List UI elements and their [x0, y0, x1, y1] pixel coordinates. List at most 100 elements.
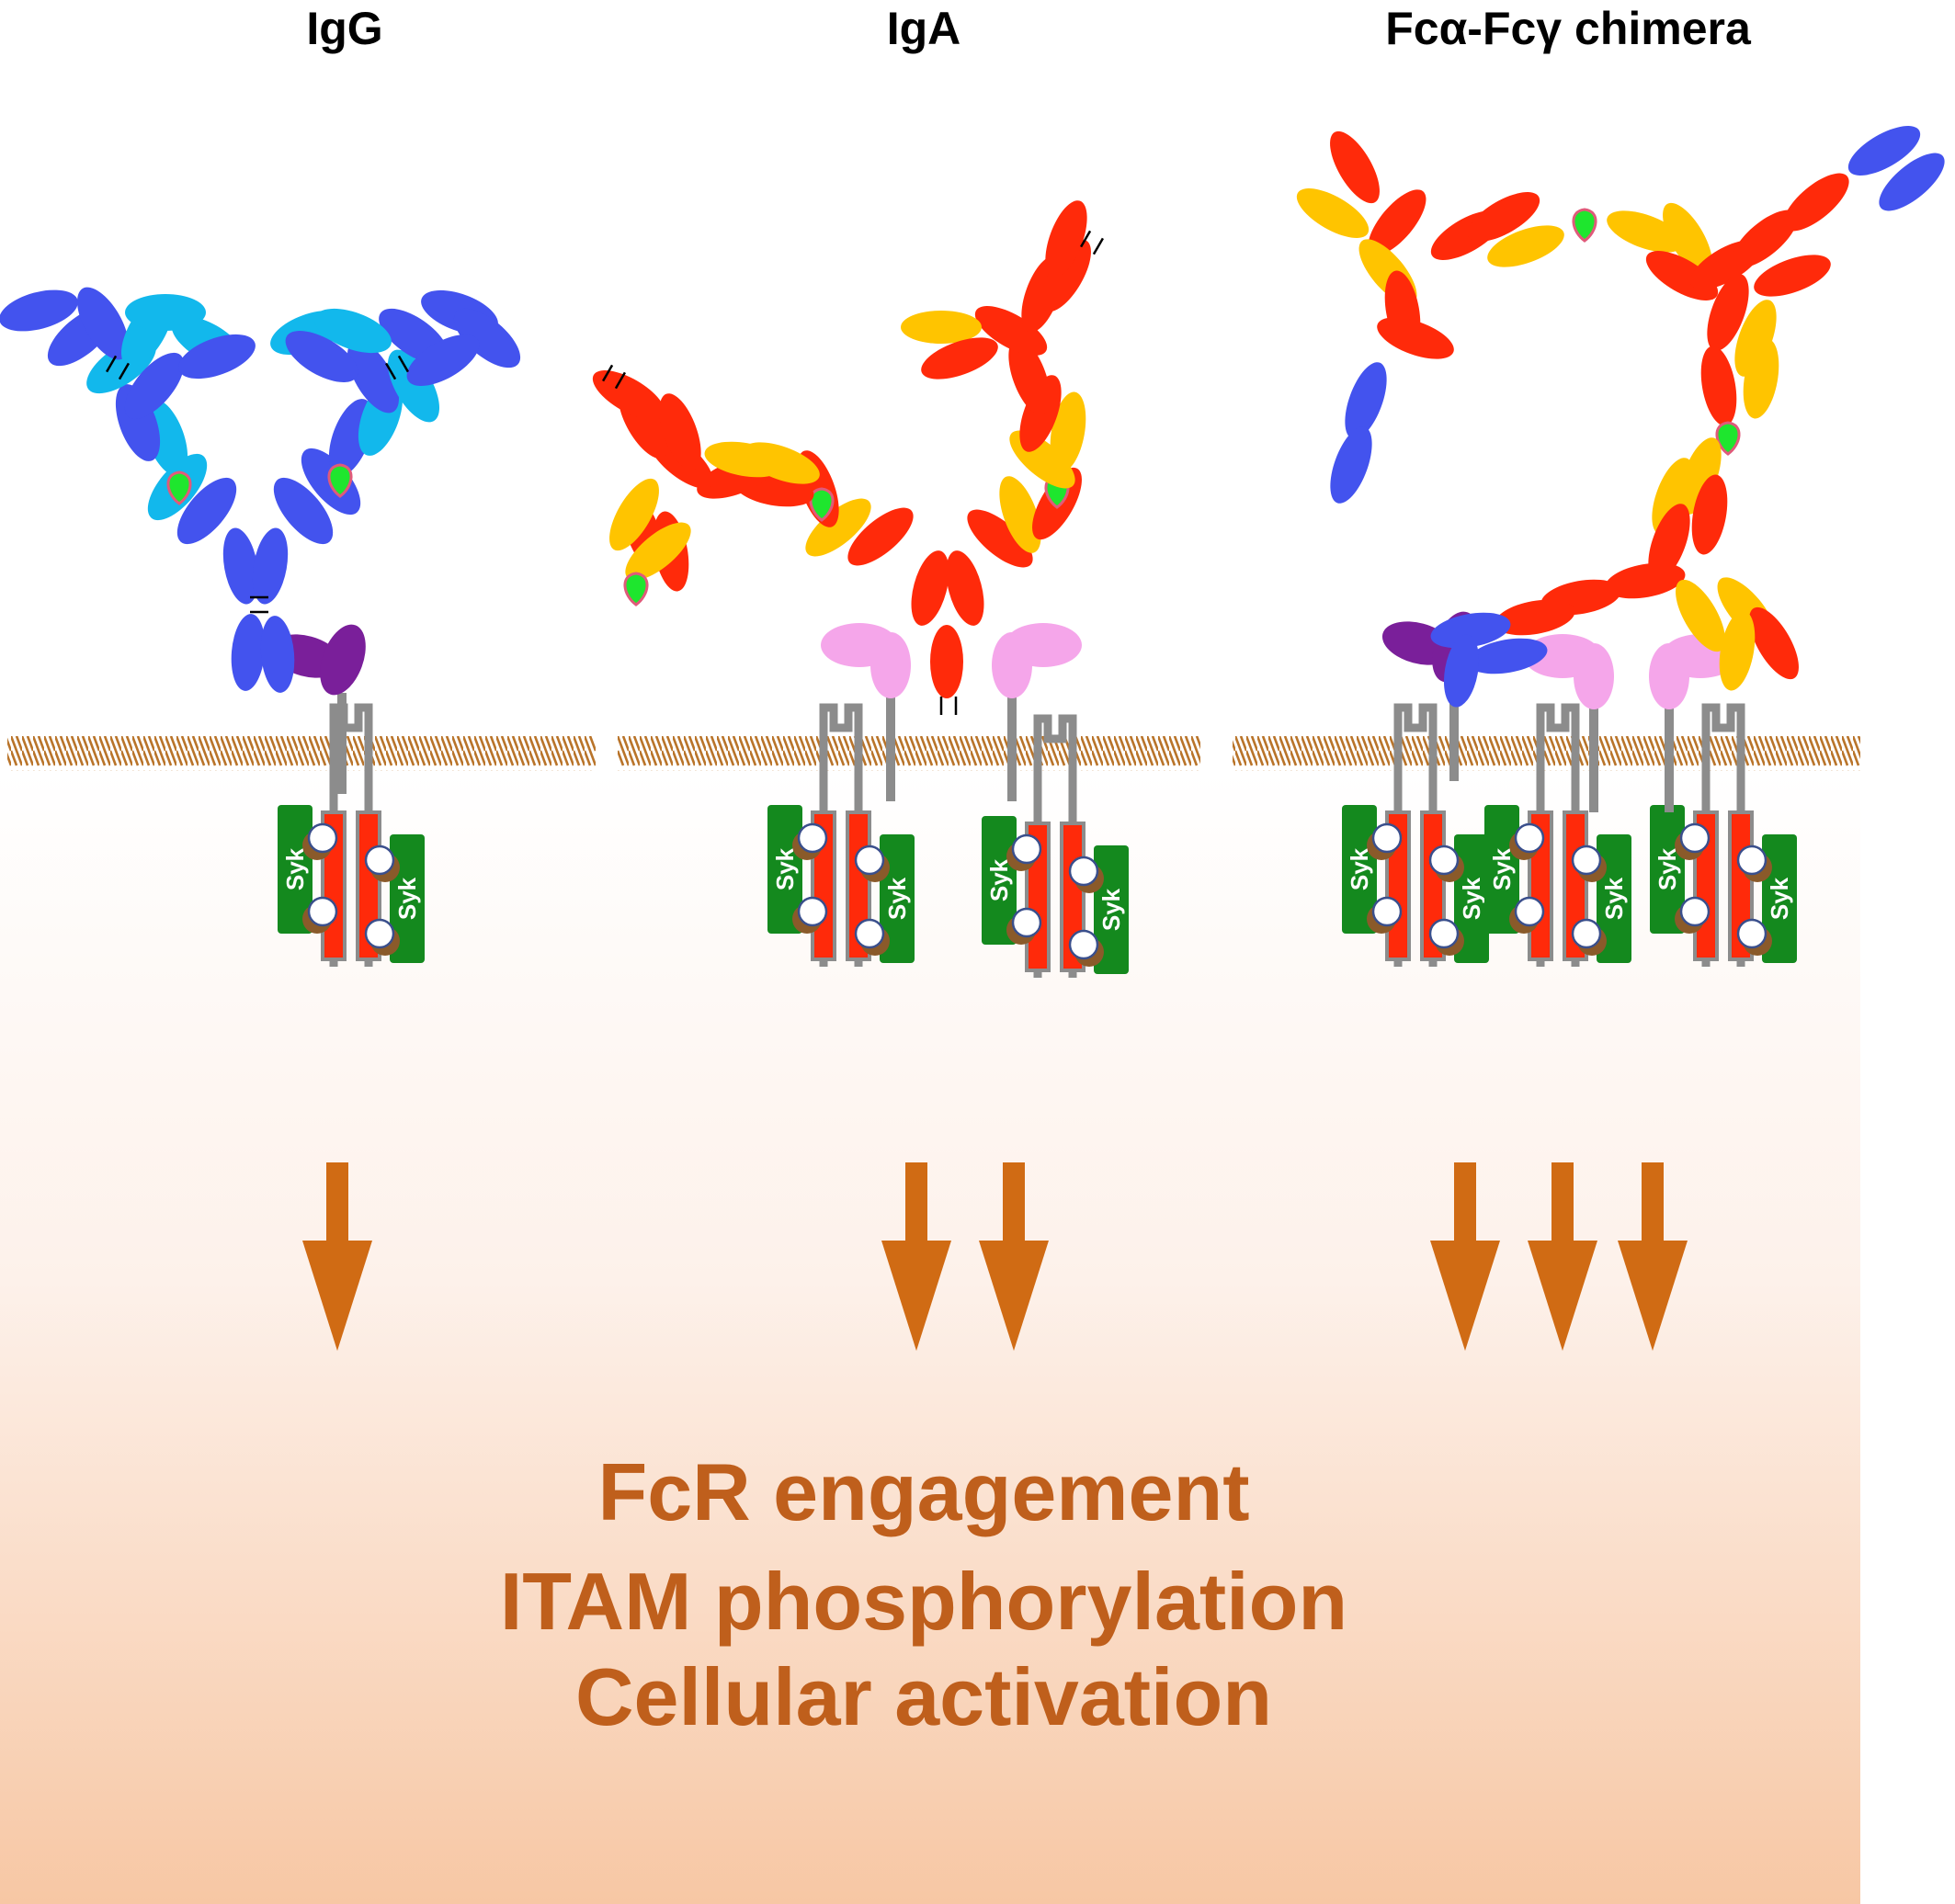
- fcgr-domain: [320, 624, 366, 696]
- phosphotyrosine-icon: [1011, 907, 1042, 938]
- heavy-chain-domain: [222, 527, 259, 605]
- phosphotyrosine-icon: [1736, 918, 1767, 949]
- fcar-receptor-iga-right: [992, 623, 1082, 801]
- light-chain-domain: [1719, 610, 1756, 691]
- heavy-chain-domain: [1008, 338, 1051, 415]
- light-chain-domain: [1676, 579, 1725, 652]
- phosphotyrosine-icon: [1371, 896, 1403, 927]
- glycan-icon: [327, 463, 353, 498]
- heavy-chain-domain: [178, 334, 256, 380]
- outcome-line-itam-phosphorylation: ITAM phosphorylation: [500, 1556, 1347, 1647]
- heavy-chain-domain: [847, 507, 914, 566]
- phosphotyrosine-icon: [364, 844, 395, 876]
- glycan-icon: [623, 572, 649, 606]
- gamma-chain-dimer: [819, 703, 863, 967]
- gamma-chain-dimer: [329, 703, 373, 967]
- igg-heavy-chain-domain: [1430, 612, 1511, 649]
- phosphotyrosine-icon: [1679, 896, 1711, 927]
- phosphotyrosine-icon: [1011, 833, 1042, 865]
- heavy-chain-domain: [592, 370, 665, 420]
- gamma-chain-dimer: [1033, 714, 1077, 978]
- heavy-chain-domain: [453, 308, 521, 368]
- phosphotyrosine-icon: [797, 896, 828, 927]
- heavy-chain-domain: [1691, 474, 1728, 555]
- phosphotyrosine-icon: [307, 896, 338, 927]
- light-chain-domain: [1743, 338, 1779, 419]
- syk-label: Syk: [1766, 877, 1793, 920]
- phosphotyrosine-icon: [854, 844, 885, 876]
- phosphotyrosine-icon: [1679, 822, 1711, 854]
- fcar-receptor-iga-left: [821, 623, 911, 801]
- heavy-chain-domain: [1368, 189, 1426, 255]
- heavy-chain-domain: [659, 393, 701, 470]
- syk-kinase-left: Syk: [1484, 805, 1519, 934]
- heavy-chain-domain: [1707, 274, 1749, 351]
- syk-label: Syk: [1654, 847, 1681, 890]
- cell-membrane: [7, 736, 1860, 771]
- fcar-domain: [1574, 643, 1614, 709]
- signal-arrow-chimera-2: [1528, 1162, 1597, 1351]
- igg-heavy-chain-domain: [1345, 362, 1387, 439]
- heavy-chain-domain: [911, 550, 949, 626]
- heavy-chain-domain: [974, 306, 1048, 356]
- membrane-segment-iga: [618, 736, 1200, 771]
- signal-arrow-igg-1: [302, 1162, 372, 1351]
- light-chain-domain: [1734, 300, 1777, 377]
- heavy-chain-domain: [77, 287, 129, 360]
- membrane-segment-igg: [7, 736, 596, 771]
- syk-label: Syk: [1097, 888, 1125, 931]
- light-chain-domain: [1607, 210, 1684, 253]
- phosphotyrosine-icon: [1514, 896, 1545, 927]
- heavy-chain-domain: [1732, 210, 1798, 268]
- glycan-icon: [1715, 421, 1741, 456]
- heavy-chain-domain: [347, 340, 399, 414]
- heavy-chain-domain: [1330, 130, 1380, 204]
- heavy-chain-domain: [1749, 606, 1799, 680]
- heavy-chain-domain: [231, 614, 266, 691]
- disulfide-bond-icon: [601, 364, 627, 390]
- phosphotyrosine-icon: [1068, 929, 1099, 960]
- membrane-segment-chimera: [1233, 736, 1860, 771]
- light-chain-domain: [743, 442, 820, 484]
- heavy-chain-domain: [1467, 192, 1540, 242]
- phosphotyrosine-icon: [854, 918, 885, 949]
- heavy-chain-domain: [1377, 317, 1454, 359]
- phosphotyrosine-icon: [1371, 822, 1403, 854]
- phosphotyrosine-icon: [364, 918, 395, 949]
- syk-label: Syk: [281, 847, 309, 890]
- phosphotyrosine-icon: [1736, 844, 1767, 876]
- light-chain-domain: [1050, 391, 1086, 472]
- disulfide-bond-icon: [939, 697, 958, 715]
- phosphotyrosine-icon: [1571, 844, 1602, 876]
- light-chain-domain: [1652, 458, 1694, 535]
- light-chain-domain: [1663, 202, 1712, 276]
- signal-arrow-layer: [302, 1162, 1688, 1351]
- igg-heavy-chain-domain: [1330, 426, 1372, 504]
- gamma-chain-dimer: [1393, 703, 1438, 967]
- syk-label: Syk: [1458, 877, 1485, 920]
- heavy-chain-domain: [1754, 255, 1831, 297]
- heavy-chain-domain: [0, 289, 78, 332]
- syk-label: Syk: [1346, 847, 1373, 890]
- heavy-chain-domain: [1045, 200, 1087, 278]
- heavy-chain-domain: [967, 509, 1033, 568]
- heavy-chain-domain: [921, 337, 998, 380]
- heavy-chain-domain: [1783, 173, 1849, 232]
- heavy-chain-domain: [285, 331, 358, 382]
- iga-antibody: [592, 200, 1105, 715]
- heavy-chain-domain: [1495, 599, 1575, 636]
- phosphotyrosine-icon: [1428, 918, 1460, 949]
- phosphotyrosine-icon: [1514, 822, 1545, 854]
- phosphotyrosine-icon: [797, 822, 828, 854]
- outcome-text-block: FcR engagement ITAM phosphorylation Cell…: [500, 1446, 1347, 1742]
- heavy-chain-domain: [252, 527, 289, 605]
- title-igg: IgG: [306, 3, 382, 54]
- light-chain-domain: [388, 349, 439, 423]
- heavy-chain-domain: [176, 477, 237, 545]
- chimera-antibody-complex: [1296, 126, 1945, 708]
- syk-label: Syk: [771, 847, 799, 890]
